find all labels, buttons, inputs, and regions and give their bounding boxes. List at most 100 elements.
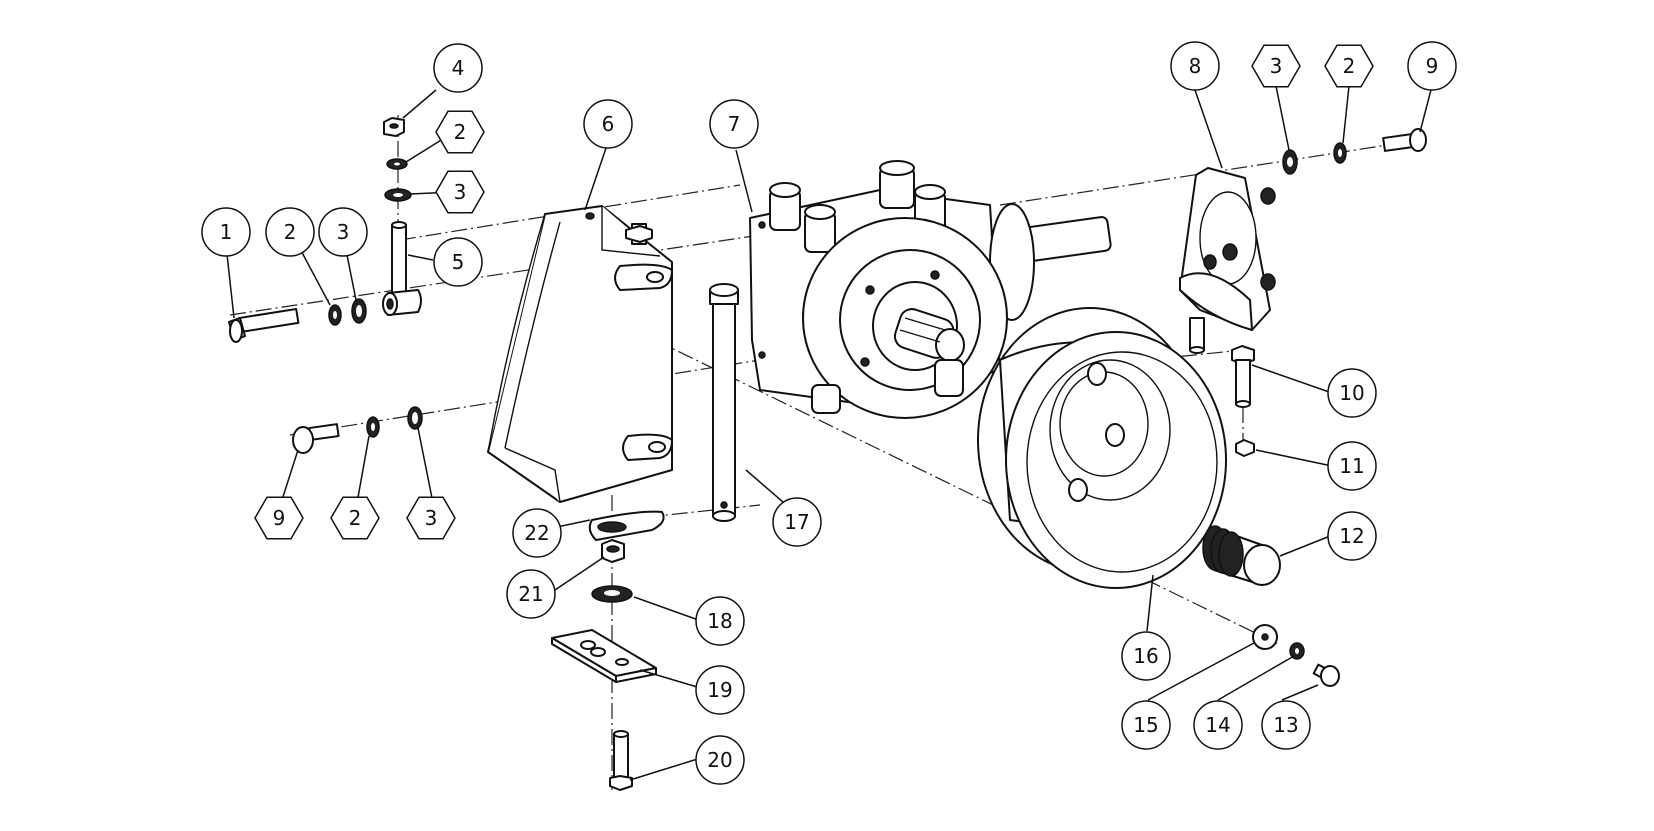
callout-label: 7 [728,112,741,136]
callout-label: 16 [1133,644,1158,668]
callout-label: 9 [273,506,286,530]
part-11-nut [1235,439,1255,457]
part-3-washer-lower-left [407,406,423,430]
callout-c21: 21 [506,569,556,619]
axis-line-top [399,184,741,241]
part-8-flange [1179,167,1276,354]
callout-c10: 10 [1327,368,1377,418]
part-2-washer-top [386,158,408,170]
callout-label: 2 [349,506,362,530]
callout-circle [1327,368,1377,418]
callout-label: 5 [452,250,465,274]
callout-circle [512,508,562,558]
callout-c6: 6 [583,99,633,149]
callout-circle [695,596,745,646]
part-22-hair-pin [588,510,665,541]
callout-label: 6 [602,112,615,136]
part-3-washer-top [384,188,412,202]
part-16-housing [977,307,1227,589]
callout-hexagon [1324,44,1374,88]
callout-c20: 20 [695,735,745,785]
callout-c18: 18 [695,596,745,646]
callout-hexagon [406,496,456,540]
callout-c19: 19 [695,665,745,715]
callout-circle [1327,441,1377,491]
axis-line-diagonal [654,339,1281,646]
callout-c3c: 3 [1251,44,1301,88]
callout-circle [433,237,483,287]
callout-c7: 7 [709,99,759,149]
callout-label: 10 [1339,381,1364,405]
axis-line-upper [229,234,761,316]
part-9-bolt-lower-left [292,423,340,454]
callout-label: 4 [452,56,465,80]
callout-c14: 14 [1193,700,1243,750]
callout-c1: 1 [201,207,251,257]
callout-circle [1407,41,1457,91]
callout-hexagon [435,110,485,154]
part-5-pivot-pin [382,221,422,316]
callout-circle [433,43,483,93]
callout-c3a: 3 [318,207,368,257]
callout-circle [1121,631,1171,681]
part-2-washer-lower-left [366,416,380,438]
callout-label: 18 [707,609,732,633]
callout-circle [1121,700,1171,750]
callout-circle [583,99,633,149]
part-3-washer-upper-right [1282,149,1298,175]
callout-label: 19 [707,678,732,702]
callout-label: 13 [1273,713,1298,737]
callout-c4: 4 [433,43,483,93]
callout-c9b: 9 [254,496,304,540]
part-9-bolt-upper-right [1382,128,1427,152]
callout-label: 11 [1339,454,1364,478]
callout-label: 15 [1133,713,1158,737]
callout-c2c: 2 [1324,44,1374,88]
part-2-washer-upper-right [1333,142,1347,164]
callout-c3d: 3 [406,496,456,540]
callout-circle [1193,700,1243,750]
callout-label: 3 [1270,54,1283,78]
callout-label: 2 [1343,54,1356,78]
part-1-bolt [228,308,300,343]
callout-circle [318,207,368,257]
callout-label: 3 [454,180,467,204]
callout-circle [772,497,822,547]
part-15-washer [1252,624,1278,650]
part-3-washer-left [351,298,367,324]
part-13-bolt [1312,663,1340,687]
callout-label: 1 [220,220,233,244]
callout-label: 3 [337,220,350,244]
callout-c16: 16 [1121,631,1171,681]
part-6-bracket [487,205,673,503]
callout-c8: 8 [1170,41,1220,91]
callout-label: 12 [1339,524,1364,548]
part-12-shaft [1202,525,1281,586]
callout-c9a: 9 [1407,41,1457,91]
part-7-gearbox [749,160,1112,419]
callout-label: 2 [284,220,297,244]
callout-c2a: 2 [265,207,315,257]
callout-c2b: 2 [435,110,485,154]
callout-c2d: 2 [330,496,380,540]
callout-hexagon [254,496,304,540]
axis-line-pin [619,504,761,521]
callout-c3b: 3 [435,170,485,214]
callout-label: 21 [518,582,543,606]
callout-circle [201,207,251,257]
callout-c13: 13 [1261,700,1311,750]
callout-hexagon [435,170,485,214]
callout-c12: 12 [1327,511,1377,561]
callout-c22: 22 [512,508,562,558]
callout-c17: 17 [772,497,822,547]
part-10-bolt [1231,345,1255,408]
callout-label: 9 [1426,54,1439,78]
callout-label: 8 [1189,54,1202,78]
callout-circle [1261,700,1311,750]
part-4-nut [383,117,405,137]
part-20-bolt [609,730,633,791]
callout-circle [506,569,556,619]
